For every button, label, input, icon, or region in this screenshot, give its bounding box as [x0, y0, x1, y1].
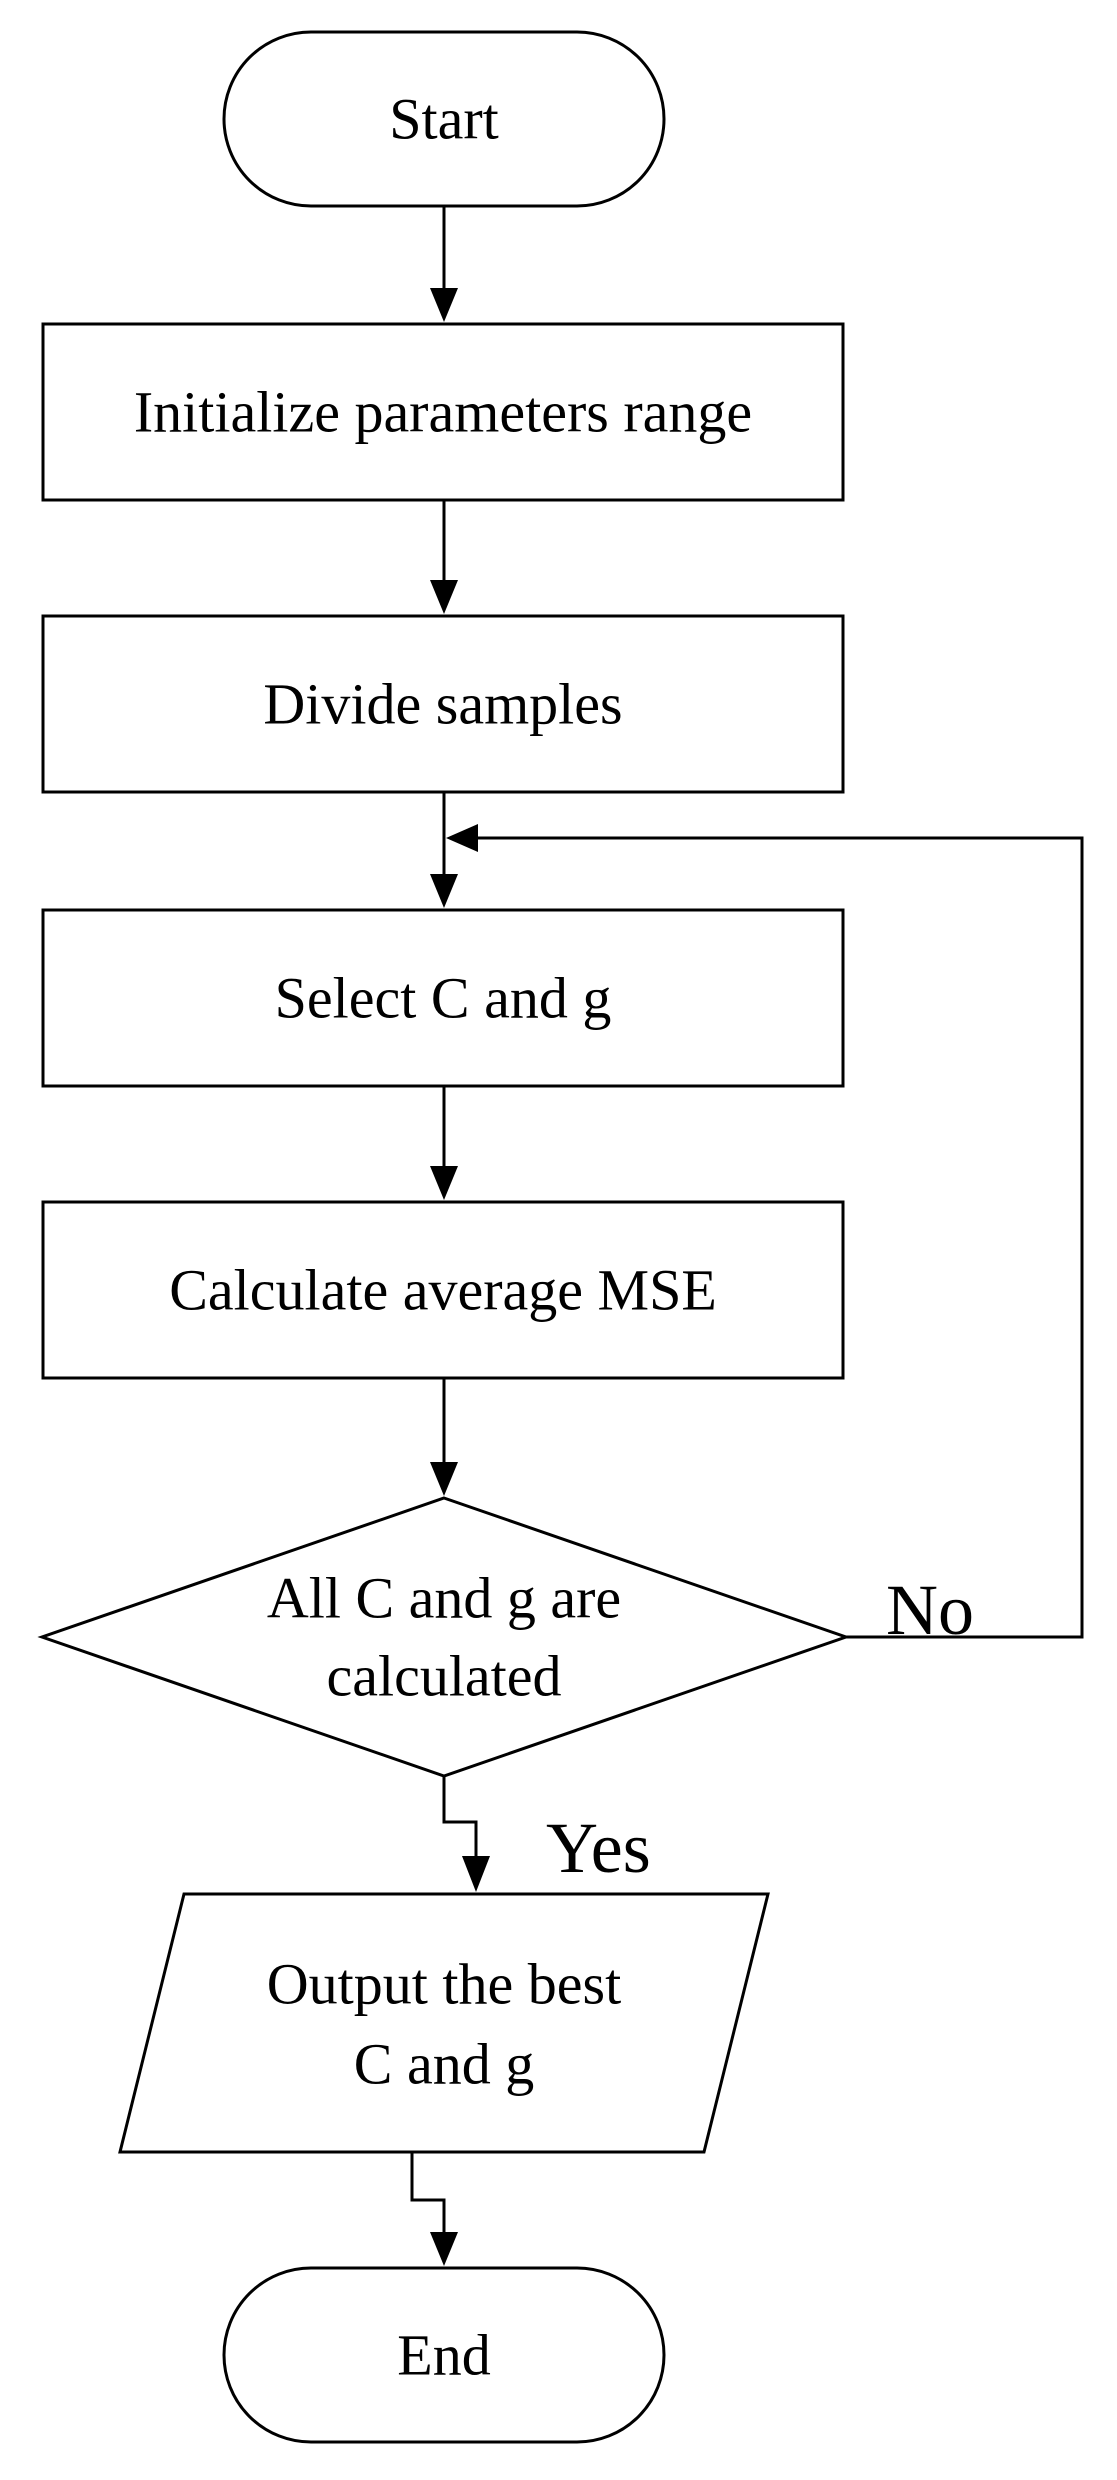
decision-label-line2: calculated	[326, 1644, 561, 1709]
end-shape	[222, 2266, 666, 2444]
init-shape	[41, 322, 845, 502]
decision-shape	[37, 1496, 851, 1778]
output-node: Output the best C and g	[118, 1892, 770, 2154]
init-label: Initialize parameters range	[134, 380, 752, 445]
calculate-shape	[41, 1200, 845, 1380]
arrow-divide-to-select	[430, 792, 458, 908]
divide-label: Divide samples	[263, 672, 622, 737]
arrow-calculate-to-decision	[430, 1378, 458, 1496]
edge-no-label: No	[886, 1570, 974, 1650]
select-node: Select C and g	[41, 908, 845, 1088]
calculate-node: Calculate average MSE	[41, 1200, 845, 1380]
output-label-line2: C and g	[354, 2032, 534, 2097]
divide-node: Divide samples	[41, 614, 845, 794]
end-label: End	[397, 2323, 490, 2388]
edge-yes: Yes	[442, 1776, 651, 1892]
start-node: Start	[222, 30, 666, 208]
init-node: Initialize parameters range	[41, 322, 845, 502]
output-shape	[118, 1892, 770, 2154]
calculate-label: Calculate average MSE	[169, 1258, 717, 1323]
output-label-line1: Output the best	[267, 1952, 621, 2017]
decision-label-line1: All C and g are	[267, 1566, 621, 1631]
select-shape	[41, 908, 845, 1088]
start-label: Start	[389, 87, 499, 152]
edge-yes-label: Yes	[546, 1808, 651, 1888]
end-node: End	[222, 2266, 666, 2444]
decision-node: All C and g are calculated	[37, 1496, 851, 1778]
arrow-start-to-init	[430, 206, 458, 322]
arrow-init-to-divide	[430, 500, 458, 614]
arrow-output-to-end	[410, 2152, 458, 2266]
arrow-select-to-calculate	[430, 1086, 458, 1200]
select-label: Select C and g	[275, 966, 612, 1031]
edge-no-loop: No	[446, 824, 1084, 1650]
